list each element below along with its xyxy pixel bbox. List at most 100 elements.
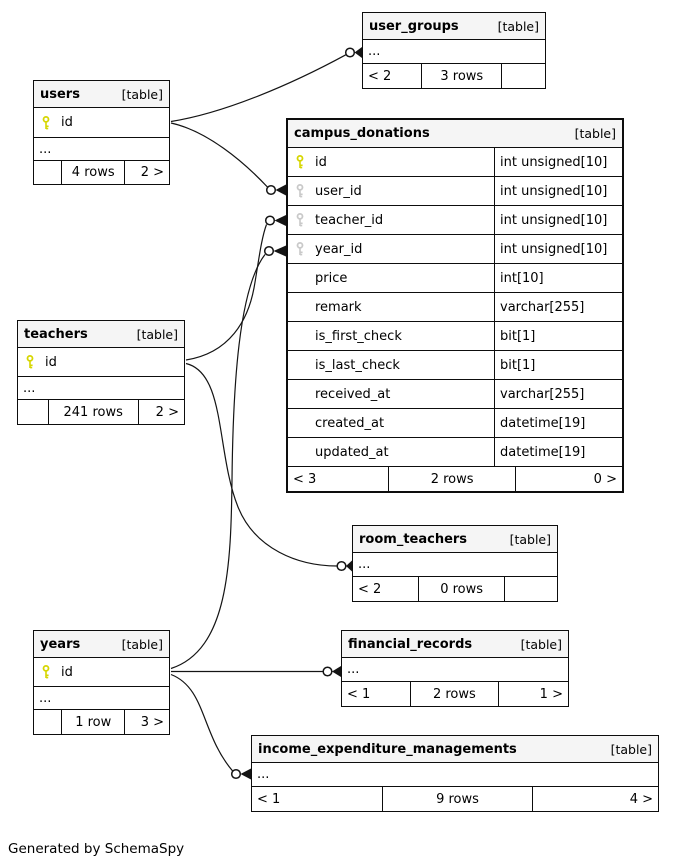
column-type: int unsigned[10] [500, 212, 608, 228]
table-name[interactable]: teachers [24, 326, 88, 342]
relationship-years-financial_records [171, 666, 341, 677]
primary-key-icon [296, 155, 306, 169]
column-row: remark varchar[255] [288, 293, 622, 322]
table-header[interactable]: financial_records [table] [342, 631, 568, 658]
footer-row-count: 2 rows [409, 682, 498, 706]
column-name: is_last_check [315, 357, 400, 373]
column-row: teacher_id int unsigned[10] [288, 206, 622, 235]
footer-parent-count: < 2 [368, 68, 392, 84]
primary-key-icon [26, 355, 36, 369]
column-name: user_id [315, 183, 362, 199]
column-type: int unsigned[10] [500, 154, 608, 170]
table-type-tag: [table] [497, 18, 539, 34]
table-name[interactable]: years [40, 636, 81, 652]
table-financial-records: financial_records [table] ... < 1 2 rows… [341, 630, 569, 707]
footer-row-count: 9 rows [381, 787, 532, 811]
table-footer: < 1 2 rows 1 > [342, 682, 568, 706]
table-header[interactable]: income_expenditure_managements [table] [252, 736, 658, 763]
ellipsis-row: ... [342, 658, 568, 682]
footer-child-count [501, 64, 545, 88]
footer-parent-count: < 3 [293, 471, 317, 487]
column-row: user_id int unsigned[10] [288, 177, 622, 206]
table-name[interactable]: room_teachers [359, 531, 468, 547]
column-name-cell: user_id [288, 177, 495, 205]
column-name-cell: year_id [288, 235, 495, 263]
column-type: int unsigned[10] [500, 241, 608, 257]
table-footer: < 1 9 rows 4 > [252, 787, 658, 811]
footer-parent-count: < 1 [347, 686, 371, 702]
column-row: is_last_check bit[1] [288, 351, 622, 380]
table-type-tag: [table] [121, 636, 163, 652]
table-type-tag: [table] [121, 86, 163, 102]
table-footer: < 2 3 rows [363, 64, 545, 88]
column-row: id [18, 348, 184, 377]
table-header[interactable]: room_teachers [table] [353, 526, 557, 553]
table-users: users [table] id ... 4 rows 2 > [33, 80, 170, 185]
table-name[interactable]: user_groups [369, 18, 459, 34]
column-name: year_id [315, 241, 363, 257]
footer-child-count: 2 > [124, 161, 169, 184]
column-name: received_at [315, 386, 391, 402]
table-type-tag: [table] [136, 326, 178, 342]
footer-parent-count [34, 710, 61, 734]
table-income-expenditure-managements: income_expenditure_managements [table] .… [251, 735, 659, 812]
column-name-cell: updated_at [288, 438, 495, 466]
generator-note: Generated by SchemaSpy [8, 841, 185, 857]
column-name-cell: id [288, 148, 495, 176]
table-room-teachers: room_teachers [table] ... < 2 0 rows [352, 525, 558, 602]
table-type-tag: [table] [520, 636, 562, 652]
table-user-groups: user_groups [table] ... < 2 3 rows [362, 12, 546, 89]
column-type: datetime[19] [500, 415, 586, 431]
ellipsis-row: ... [252, 763, 658, 787]
table-name[interactable]: users [40, 86, 80, 102]
table-header[interactable]: users [table] [34, 81, 169, 108]
footer-child-count [503, 577, 557, 601]
table-name[interactable]: income_expenditure_managements [258, 741, 517, 757]
ellipsis-row: ... [34, 687, 169, 710]
table-footer: 241 rows 2 > [18, 400, 184, 424]
column-name: price [315, 270, 348, 286]
column-name-cell: is_last_check [288, 351, 495, 379]
table-header[interactable]: campus_donations [table] [288, 120, 622, 148]
foreign-key-icon [296, 184, 306, 198]
relationship-users-campus_donations [170, 122, 286, 196]
footer-child-count: 2 > [137, 400, 184, 424]
table-footer: 1 row 3 > [34, 710, 169, 734]
column-name: teacher_id [315, 212, 384, 228]
footer-parent-count [34, 161, 61, 184]
footer-child-count: 0 > [515, 467, 622, 491]
relationship-teachers-campus_donations [185, 215, 286, 361]
footer-parent-count [18, 400, 48, 424]
table-campus-donations: campus_donations [table] id int unsigned… [286, 118, 624, 493]
column-name-cell: is_first_check [288, 322, 495, 350]
column-name: id [45, 354, 57, 370]
footer-row-count: 2 rows [388, 467, 515, 491]
table-footer: 4 rows 2 > [34, 161, 169, 184]
column-type: bit[1] [500, 357, 536, 373]
column-row: created_at datetime[19] [288, 409, 622, 438]
table-name[interactable]: financial_records [348, 636, 473, 652]
column-row: id [34, 108, 169, 138]
table-name[interactable]: campus_donations [294, 126, 430, 141]
column-row: id int unsigned[10] [288, 148, 622, 177]
table-header[interactable]: years [table] [34, 631, 169, 658]
column-name-cell: created_at [288, 409, 495, 437]
column-name: id [61, 115, 73, 130]
footer-row-count: 3 rows [421, 64, 501, 88]
column-name: remark [315, 299, 362, 315]
table-type-tag: [table] [610, 741, 652, 757]
column-name: id [315, 154, 327, 170]
foreign-key-icon [296, 213, 306, 227]
footer-child-count: 1 > [497, 682, 568, 706]
column-row: received_at varchar[255] [288, 380, 622, 409]
table-type-tag: [table] [574, 126, 616, 141]
table-header[interactable]: user_groups [table] [363, 13, 545, 40]
column-name: created_at [315, 415, 385, 431]
table-header[interactable]: teachers [table] [18, 321, 184, 348]
relationship-users-user_groups [170, 47, 362, 123]
column-type: varchar[255] [500, 386, 585, 402]
column-type: varchar[255] [500, 299, 585, 315]
footer-row-count: 4 rows [61, 161, 124, 184]
footer-row-count: 0 rows [418, 577, 504, 601]
